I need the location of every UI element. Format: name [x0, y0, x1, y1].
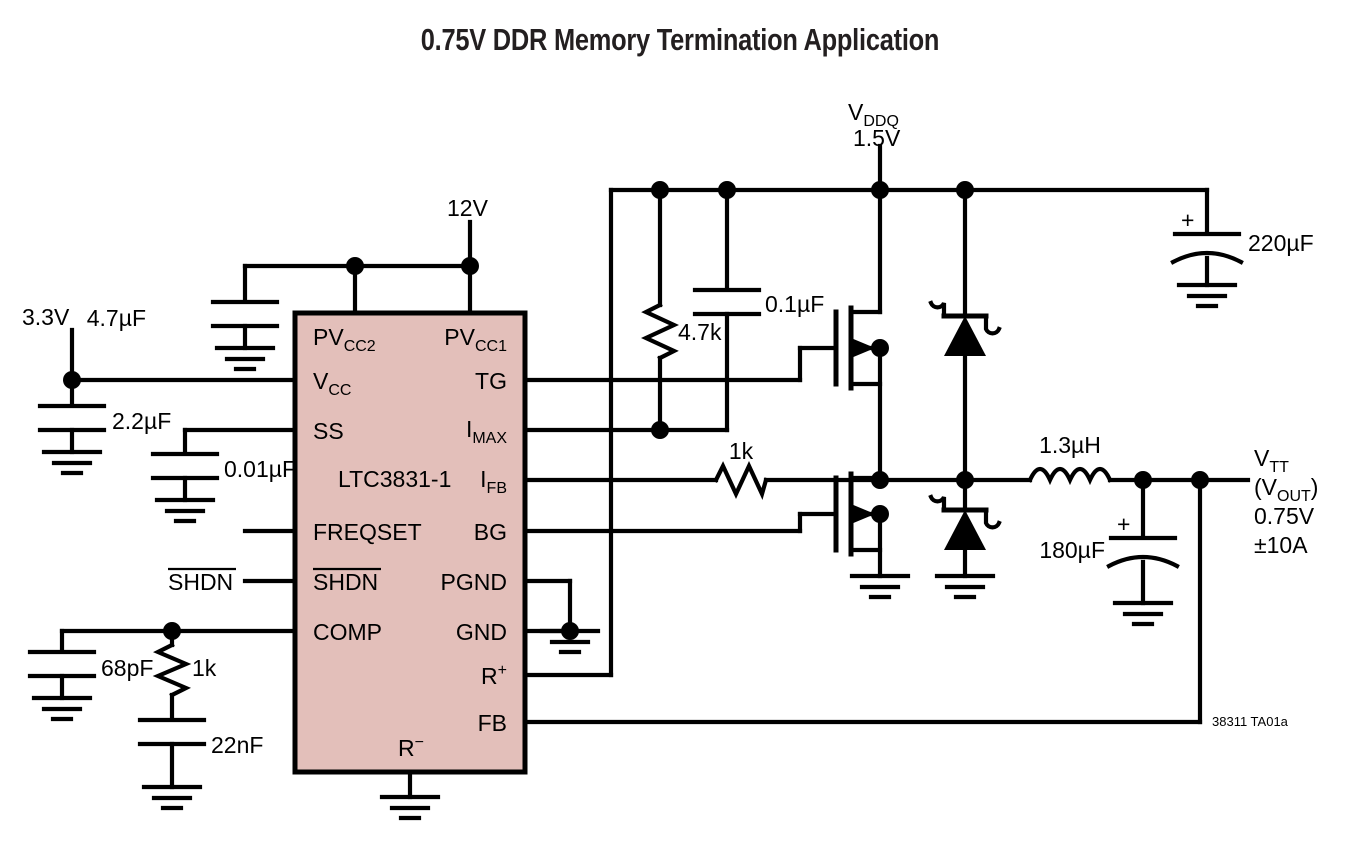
ref-c-pvcc2: 4.7µF: [87, 305, 146, 331]
dot-vtt: [1191, 471, 1209, 489]
label-vtt: VTT: [1254, 445, 1289, 476]
ic-pin-labels-left: PVCC2 VCC SS FREQSET SHDN COMP: [313, 324, 422, 645]
diode-top-triangle: [944, 316, 986, 356]
ref-c-ss: 0.01µF: [224, 456, 296, 482]
pin-label-tg: TG: [475, 368, 507, 394]
label-12v: 12V: [447, 195, 489, 221]
resistor-1k-ifb: [713, 461, 769, 500]
dot-pvcc1: [461, 257, 479, 275]
label-vddq-value: 1.5V: [853, 125, 901, 151]
label-vddq: VDDQ: [848, 99, 899, 130]
pin-label-imax: IMAX: [466, 416, 507, 447]
ref-c-out: 180µF: [1039, 537, 1105, 563]
pin-label-shdn: SHDN: [313, 569, 378, 595]
pin-label-fb: FB: [478, 710, 507, 736]
ref-c-comp2: 22nF: [211, 732, 263, 758]
pin-label-rminus: R−: [398, 734, 424, 761]
dot-sw-mtop: [871, 471, 889, 489]
pin-label-bg: BG: [474, 519, 507, 545]
ref-c-comp1: 68pF: [101, 655, 153, 681]
resistor-1k-comp: [152, 642, 192, 698]
ref-c-imax: 0.1µF: [765, 291, 824, 317]
ref-r-comp: 1k: [192, 655, 217, 681]
diode-bot-tail-right: [983, 507, 1002, 530]
ref-c-vcc: 2.2µF: [112, 408, 171, 434]
resistor-4k7: [641, 302, 679, 361]
page-title: 0.75V DDR Memory Termination Application: [420, 22, 940, 57]
ic-pin-labels-right: PVCC1 TG IMAX IFB BG PGND GND R+ FB: [441, 324, 508, 736]
mosfet-top-body-diode: [851, 338, 875, 358]
pin-label-ss: SS: [313, 418, 344, 444]
diode-top-tail-right: [983, 313, 1002, 336]
pin-label-pvcc2: PVCC2: [313, 324, 376, 355]
ic-part-number: LTC3831-1: [338, 466, 451, 492]
label-vout: (VOUT): [1254, 474, 1318, 505]
dot-rail-vddq: [871, 181, 889, 199]
pin-label-freqset: FREQSET: [313, 519, 422, 545]
dot-pgnd-gnd: [561, 622, 579, 640]
ref-c-vddq: 220µF: [1248, 230, 1314, 256]
label-3v3: 3.3V: [22, 304, 70, 330]
ic-body: [292, 310, 528, 775]
dot-rail-c01: [718, 181, 736, 199]
diode-top-tail-left: [928, 300, 947, 319]
junction-dots: [63, 181, 1209, 640]
ref-l-out: 1.3µH: [1039, 432, 1101, 458]
diode-bot-triangle: [944, 510, 986, 550]
dot-sw-diode: [956, 471, 974, 489]
pin-label-pvcc1: PVCC1: [444, 324, 507, 355]
ref-r-imax: 4.7k: [678, 319, 722, 345]
pin-label-vcc: VCC: [313, 368, 351, 399]
inductor-13uh: [1027, 466, 1113, 486]
cap-180u-plate-curved: [1106, 555, 1180, 569]
output-labels: VTT (VOUT) 0.75V ±10A: [1254, 445, 1318, 558]
mosfet-bot-body-diode: [851, 504, 875, 524]
cap-220u-plate-curved: [1170, 251, 1244, 265]
doc-code: 38311 TA01a: [1212, 714, 1289, 729]
label-vout-current: ±10A: [1254, 532, 1308, 558]
polarity-plus-c180: +: [1117, 511, 1130, 537]
dot-pvcc2: [346, 257, 364, 275]
dot-comp: [163, 622, 181, 640]
dot-mtop-body: [871, 339, 889, 357]
dot-imax-node: [651, 421, 669, 439]
dot-out-c180: [1134, 471, 1152, 489]
label-vout-voltage: 0.75V: [1254, 503, 1315, 529]
diode-bot-tail-left: [928, 494, 947, 513]
polarity-plus-c220: +: [1181, 207, 1194, 233]
pin-label-gnd: GND: [456, 619, 507, 645]
label-shdn-external: SHDN: [168, 569, 233, 595]
dot-rail-d1: [956, 181, 974, 199]
dot-33v: [63, 371, 81, 389]
pin-label-ifb: IFB: [480, 466, 507, 497]
ref-r-ifb: 1k: [729, 438, 754, 464]
pin-label-pgnd: PGND: [441, 569, 507, 595]
pin-label-comp: COMP: [313, 619, 382, 645]
dot-mbot-body: [871, 505, 889, 523]
pin-label-rplus: R+: [481, 662, 507, 689]
dot-rail-r47k: [651, 181, 669, 199]
